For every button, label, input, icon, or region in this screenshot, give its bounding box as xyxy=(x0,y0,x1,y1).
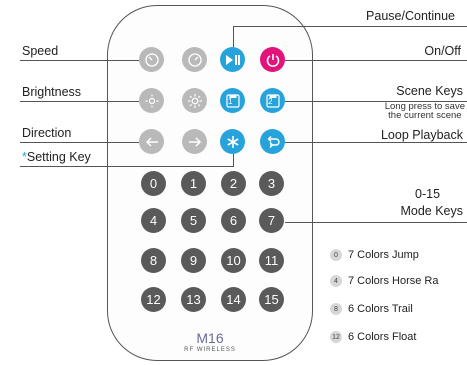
mode-key-1[interactable]: 1 xyxy=(181,171,206,196)
mode-legend-text: 6 Colors Float xyxy=(348,331,417,343)
setting-key-text: Setting Key xyxy=(26,150,91,164)
mode-key-label: 6 xyxy=(229,213,238,228)
pause-leader-line xyxy=(233,26,467,27)
mode-legend-item: 0 7 Colors Jump xyxy=(330,249,419,261)
mode-key-label: 14 xyxy=(226,292,241,307)
mode-key-label: 15 xyxy=(264,292,279,307)
mode-key-10[interactable]: 10 xyxy=(221,248,246,273)
mode-key-8[interactable]: 8 xyxy=(141,248,166,273)
mode-key-3[interactable]: 3 xyxy=(259,171,284,196)
mode-key-label: 1 xyxy=(189,176,198,191)
loop-playback-label: Loop Playback xyxy=(380,128,463,142)
scene-keys-label: Scene Keys xyxy=(396,84,463,98)
mode-legend-key: 12 xyxy=(330,331,342,343)
direction-label: Direction xyxy=(22,126,72,140)
mode-legend-text: 7 Colors Jump xyxy=(348,249,419,261)
mode-legend-item: 12 6 Colors Float xyxy=(330,331,416,343)
brightness-leader-line xyxy=(20,101,139,102)
mode-legend-key: 0 xyxy=(330,249,342,261)
setting-key-label: *Setting Key xyxy=(22,150,91,164)
setting-leader-line xyxy=(20,166,234,167)
mode-key-label: 13 xyxy=(186,292,201,307)
speed-down-icon xyxy=(144,52,159,67)
speed-down-button[interactable] xyxy=(139,47,164,72)
save-scene-2-icon xyxy=(265,93,280,108)
model-subtitle: RF WIRELESS xyxy=(184,347,236,353)
mode-key-9[interactable]: 9 xyxy=(181,248,206,273)
brightness-up-button[interactable] xyxy=(182,88,207,113)
scene-1-number: 1 xyxy=(228,97,233,106)
scene-note-line-1: Long press to save xyxy=(384,101,465,112)
mode-key-7[interactable]: 7 xyxy=(259,208,284,233)
mode-key-12[interactable]: 12 xyxy=(141,287,166,312)
mode-legend-item: 4 7 Colors Horse Ra xyxy=(330,275,438,287)
mode-legend-text: 7 Colors Horse Ra xyxy=(348,275,439,287)
loop-leader-line xyxy=(285,142,467,143)
mode-legend-text: 6 Colors Trail xyxy=(348,303,413,315)
mode-key-4[interactable]: 4 xyxy=(141,208,166,233)
direction-leader-line xyxy=(20,142,139,143)
power-button[interactable] xyxy=(260,47,285,72)
onoff-leader-line xyxy=(285,60,467,61)
mode-key-label: 10 xyxy=(226,253,241,268)
mode-key-15[interactable]: 15 xyxy=(259,287,284,312)
brightness-label: Brightness xyxy=(22,85,82,99)
scene-leader-line xyxy=(285,101,467,102)
pause-continue-label: Pause/Continue xyxy=(366,9,455,23)
mode-key-label: 0 xyxy=(149,176,158,191)
mode-key-label: 12 xyxy=(146,292,161,307)
setting-leader-drop xyxy=(233,154,234,166)
power-icon xyxy=(266,53,279,67)
mode-key-label: 8 xyxy=(149,253,158,268)
mode-key-5[interactable]: 5 xyxy=(181,208,206,233)
speed-up-icon xyxy=(187,52,202,67)
direction-left-button[interactable] xyxy=(139,129,164,154)
mode-key-label: 9 xyxy=(189,253,198,268)
speed-label: Speed xyxy=(22,44,59,58)
mode-key-14[interactable]: 14 xyxy=(221,287,246,312)
speed-leader-line xyxy=(20,60,139,61)
mode-key-label: 5 xyxy=(189,213,198,228)
mode-key-11[interactable]: 11 xyxy=(259,248,284,273)
mode-key-label: 7 xyxy=(267,213,276,228)
mode-legend-key: 4 xyxy=(330,275,342,287)
loop-playback-button[interactable] xyxy=(260,129,285,154)
mode-leader-line xyxy=(285,222,467,223)
mode-range-label: 0-15 xyxy=(415,187,441,201)
brand-area: M16 RF WIRELESS xyxy=(107,5,313,361)
brightness-down-button[interactable] xyxy=(139,88,164,113)
pause-leader-drop xyxy=(233,26,234,47)
scene-note-line-2: the current scene xyxy=(388,110,462,121)
mode-legend-key: 8 xyxy=(330,303,342,315)
scene-2-number: 2 xyxy=(268,97,273,106)
scene-2-button[interactable]: 2 xyxy=(260,88,285,113)
mode-key-6[interactable]: 6 xyxy=(221,208,246,233)
loop-icon xyxy=(267,135,280,148)
scene-note: Long press to save the current scene xyxy=(384,101,465,121)
mode-key-13[interactable]: 13 xyxy=(181,287,206,312)
pause-continue-button[interactable] xyxy=(220,47,245,72)
model-name: M16 xyxy=(196,330,224,346)
mode-key-label: 2 xyxy=(229,176,238,191)
mode-key-0[interactable]: 0 xyxy=(141,171,166,196)
speed-up-button[interactable] xyxy=(182,47,207,72)
mode-key-2[interactable]: 2 xyxy=(221,171,246,196)
mode-legend-item: 8 6 Colors Trail xyxy=(330,303,413,315)
brightness-down-icon xyxy=(145,94,158,107)
setting-key-button[interactable] xyxy=(220,129,245,154)
mode-key-label: 4 xyxy=(149,213,158,228)
mode-key-label: 3 xyxy=(267,176,276,191)
setting-asterisk-icon xyxy=(226,135,239,148)
setting-asterisk-mark: * xyxy=(22,150,27,164)
onoff-label: On/Off xyxy=(424,44,461,58)
arrow-left-icon xyxy=(145,136,158,147)
play-pause-icon xyxy=(225,54,240,65)
mode-keys-label: Mode Keys xyxy=(400,204,463,218)
arrow-right-icon xyxy=(188,136,201,147)
save-scene-1-icon xyxy=(225,93,240,108)
brightness-up-icon xyxy=(187,93,202,108)
scene-1-button[interactable]: 1 xyxy=(220,88,245,113)
direction-right-button[interactable] xyxy=(182,129,207,154)
mode-key-label: 11 xyxy=(264,253,279,268)
